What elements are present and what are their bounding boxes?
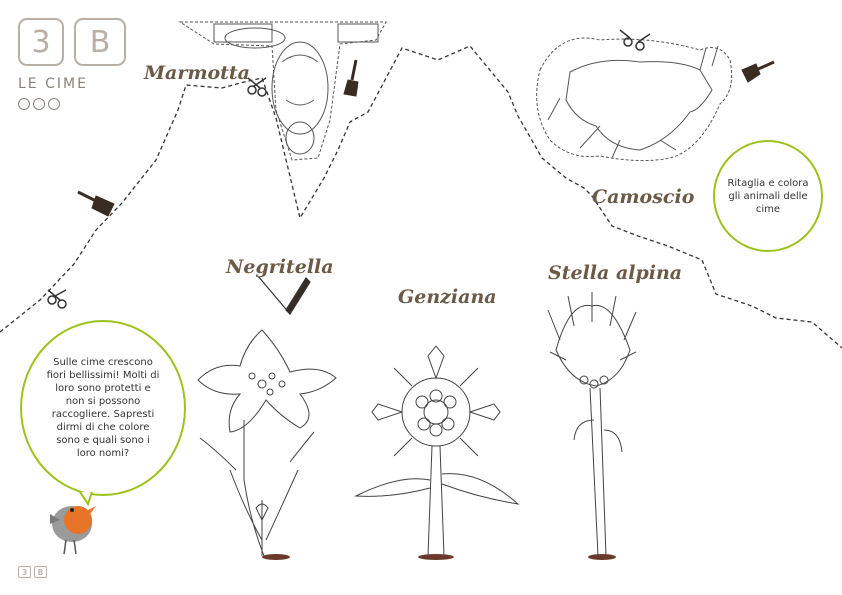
mountain-cut-line	[0, 45, 842, 349]
section-title: LE CIME	[18, 76, 88, 92]
thistle-drawing	[547, 292, 637, 560]
negritella-drawing	[197, 329, 337, 560]
negritella-label: Negritella	[226, 256, 334, 278]
instruction-bubble: Ritaglia e colora gli animali delle cime	[713, 140, 823, 252]
paintbrush-icon	[343, 59, 359, 97]
license-icon	[18, 98, 30, 110]
chapter-letter-box: B	[74, 18, 126, 66]
scissors-icon	[619, 29, 651, 51]
scissors-icon	[247, 77, 267, 97]
footer-letter-badge: B	[34, 566, 47, 578]
chamois-drawing	[536, 37, 733, 162]
license-icon	[33, 98, 45, 110]
license-icon	[48, 98, 60, 110]
marmot-drawing	[178, 21, 387, 161]
chapter-letter: B	[89, 24, 111, 60]
footer-number-badge: 3	[18, 566, 31, 578]
paintbrush-icon	[77, 190, 115, 217]
stella-alpina-label: Stella alpina	[548, 262, 683, 284]
speech-text: Sulle cime crescono fiori bellissimi! Mo…	[46, 357, 160, 459]
chapter-number: 3	[31, 24, 51, 60]
paintbrush-icon	[741, 60, 775, 83]
pencil-icon	[257, 275, 311, 315]
chapter-number-box: 3	[18, 18, 64, 66]
marmot-label: Marmotta	[144, 62, 250, 84]
edelweiss-drawing	[354, 345, 520, 560]
footer-number: 3	[21, 567, 28, 577]
footer-letter: B	[37, 567, 44, 577]
speech-bubble: Sulle cime crescono fiori bellissimi! Mo…	[20, 320, 186, 496]
genziana-label: Genziana	[398, 286, 497, 308]
speech-bubble-tail	[79, 492, 93, 506]
chamois-label: Camoscio	[592, 186, 695, 208]
instruction-text: Ritaglia e colora gli animali delle cime	[727, 177, 809, 215]
robin-drawing	[50, 506, 96, 555]
scissors-icon	[47, 289, 67, 309]
